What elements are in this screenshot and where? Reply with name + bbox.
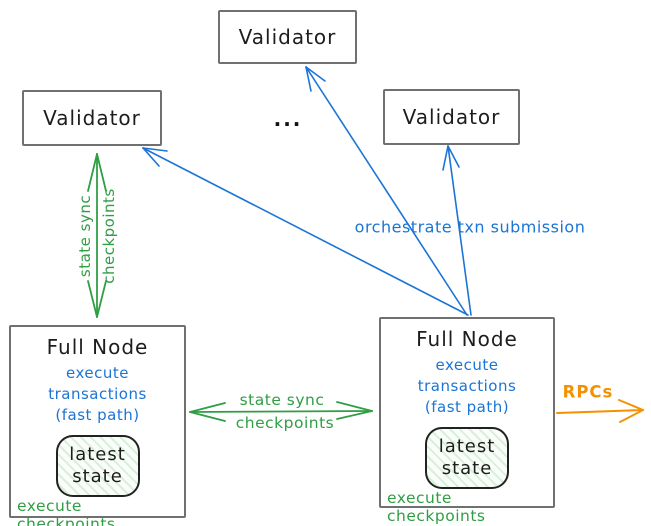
validator-node-top: Validator — [218, 10, 357, 64]
state-sync-vertical-label: state sync checkpoints — [76, 188, 118, 284]
full-node-left-title: Full Node — [46, 335, 149, 359]
validator-top-label: Validator — [238, 25, 337, 49]
full-node-right-execute-checkpoints: execute checkpoints — [387, 489, 486, 525]
state-sync-vertical-label-line1: state sync — [76, 194, 94, 278]
full-node-right-state-line2: state — [441, 458, 493, 479]
full-node-left-state-line2: state — [72, 466, 123, 487]
full-node-right-fast-path: (fast path) — [424, 398, 510, 416]
validator-node-left: Validator — [22, 90, 162, 146]
full-node-left-execute-transactions: execute transactions (fast path) — [17, 363, 178, 426]
validators-ellipsis: ... — [273, 107, 303, 131]
state-sync-horizontal-label-line2: checkpoints — [235, 414, 335, 432]
rpcs-arrow — [556, 399, 644, 423]
state-sync-vertical-label-line2: checkpoints — [100, 188, 118, 284]
full-node-left-exec-line1: execute transactions — [48, 364, 147, 403]
validator-left-label: Validator — [43, 106, 141, 130]
full-node-right-exec-line1: execute transactions — [417, 356, 517, 395]
full-node-left-latest-state-box: latest state — [55, 435, 140, 497]
full-node-left-execute-checkpoints: execute checkpoints — [17, 497, 116, 526]
validator-node-right: Validator — [383, 89, 520, 145]
orchestrate-txn-submission-label: orchestrate txn submission — [354, 217, 586, 237]
rpcs-label: RPCs — [562, 382, 614, 402]
full-node-left: Full Node execute transactions (fast pat… — [9, 325, 186, 526]
full-node-right-title: Full Node — [416, 327, 518, 351]
full-node-right-state-line1: latest — [438, 435, 496, 457]
validator-right-label: Validator — [402, 105, 501, 129]
full-node-left-fast-path: (fast path) — [55, 406, 140, 424]
full-node-right: Full Node execute transactions (fast pat… — [379, 317, 555, 525]
full-node-left-state-line1: latest — [69, 443, 126, 465]
state-sync-horizontal-label-line1: state sync — [239, 391, 325, 409]
full-node-right-latest-state-box: latest state — [425, 427, 509, 489]
full-node-right-execute-transactions: execute transactions (fast path) — [387, 355, 547, 418]
